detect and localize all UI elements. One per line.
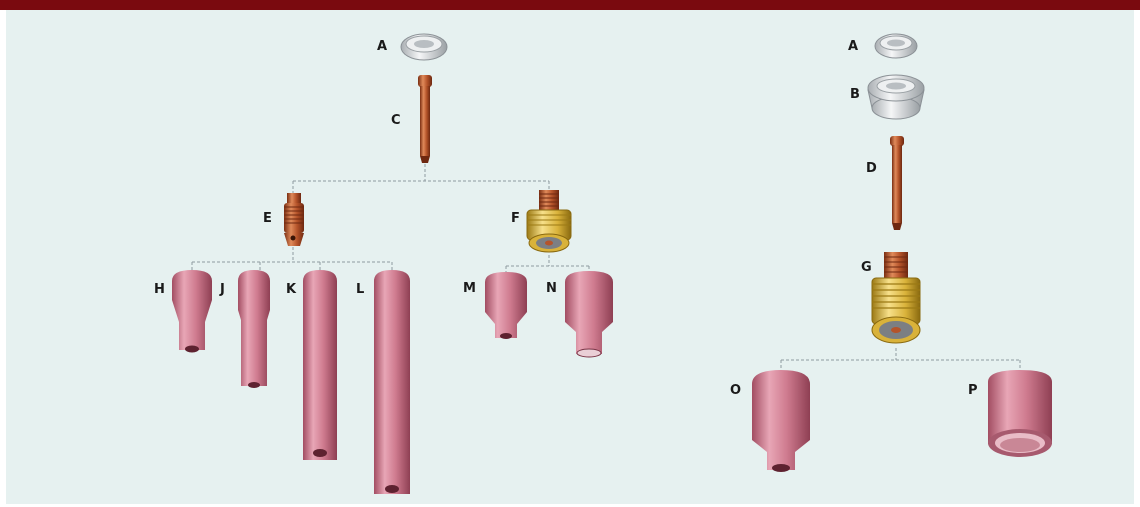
label-j: J <box>219 282 225 297</box>
label-g: G <box>861 260 872 275</box>
label-n: N <box>546 281 557 296</box>
part-p-nozzle <box>988 370 1052 457</box>
part-l-nozzle <box>374 270 410 494</box>
label-m: M <box>463 281 476 296</box>
label-o: O <box>730 383 741 398</box>
label-a-right: A <box>848 39 858 54</box>
part-m-nozzle <box>485 272 527 339</box>
part-j-nozzle <box>238 270 270 388</box>
part-d-collet <box>890 136 904 230</box>
label-c: C <box>391 113 401 128</box>
part-o-nozzle <box>752 370 810 472</box>
part-b-insulator <box>868 75 924 119</box>
label-p: P <box>968 383 978 398</box>
part-a-ring-right <box>875 34 917 58</box>
part-h-nozzle <box>172 270 212 353</box>
part-a-ring-left <box>401 34 447 60</box>
part-n-nozzle <box>565 271 613 357</box>
part-f-gas-lens <box>527 190 571 252</box>
label-e: E <box>263 211 272 226</box>
part-c-collet <box>418 75 432 163</box>
label-a-left: A <box>377 39 387 54</box>
label-b: B <box>850 87 860 102</box>
label-d: D <box>866 161 877 176</box>
label-h: H <box>154 282 165 297</box>
part-e-collet-body <box>284 193 304 246</box>
label-k: K <box>286 282 297 297</box>
label-l: L <box>356 282 364 297</box>
part-k-nozzle <box>303 270 337 460</box>
label-f: F <box>511 211 520 226</box>
part-g-gas-lens <box>872 252 920 343</box>
